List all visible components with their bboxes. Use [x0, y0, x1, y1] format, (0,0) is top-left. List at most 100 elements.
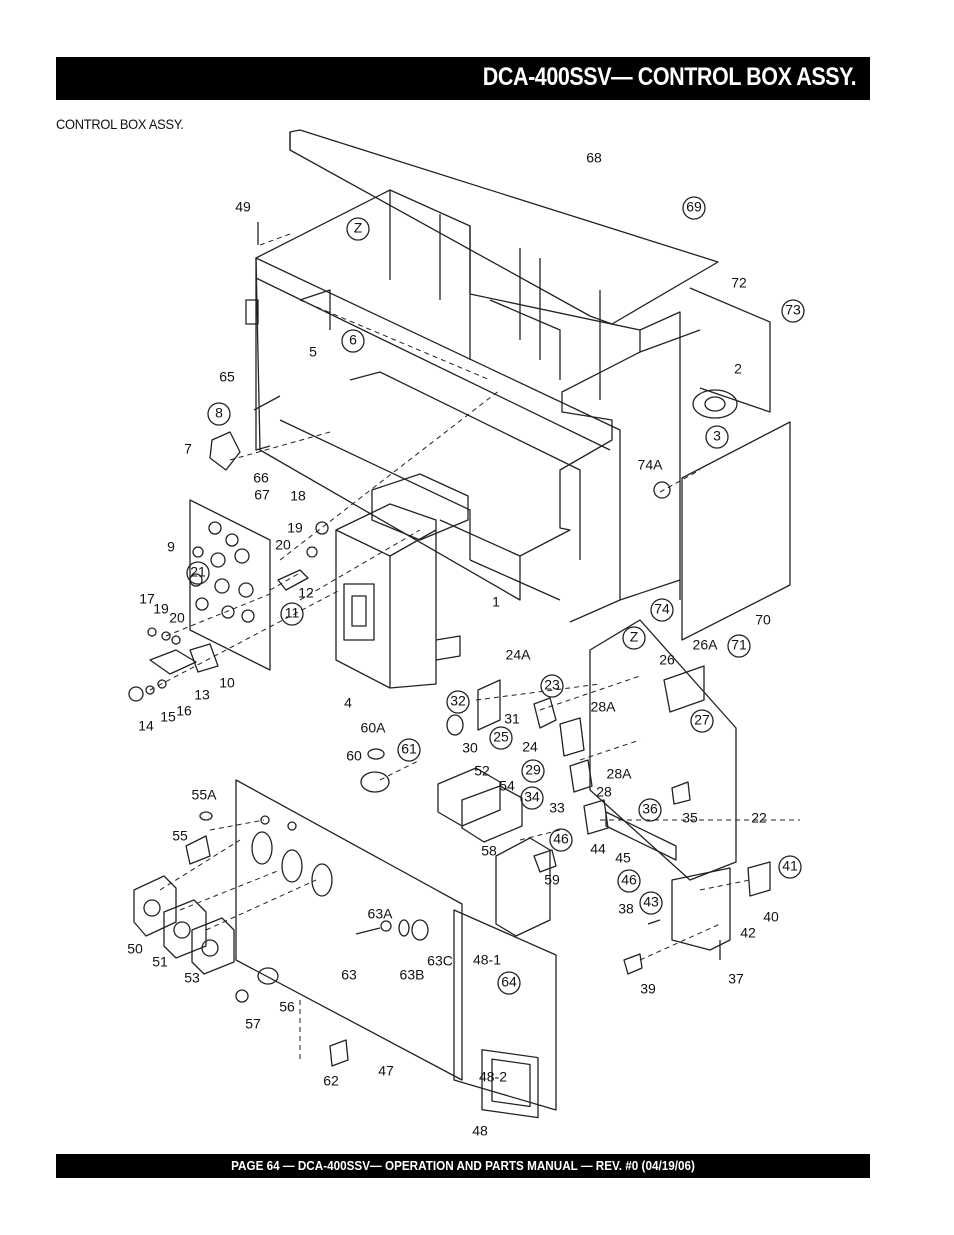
label-70: 70	[755, 612, 771, 628]
meter-plate	[189, 499, 271, 671]
label-51: 51	[152, 954, 168, 970]
label-71: 71	[731, 637, 747, 653]
label-69: 69	[686, 199, 702, 215]
label-18: 18	[290, 488, 306, 504]
label-58: 58	[481, 843, 497, 859]
label-44: 44	[590, 841, 606, 857]
label-3: 3	[713, 428, 721, 444]
label-55: 55	[172, 828, 188, 844]
meter-50	[133, 875, 177, 937]
label-37: 37	[728, 971, 744, 987]
label-13: 13	[194, 687, 210, 703]
label-9: 9	[167, 539, 175, 555]
label-66: 66	[253, 470, 269, 486]
footer-text: PAGE 64 — DCA-400SSV— OPERATION AND PART…	[231, 1158, 695, 1173]
label-10: 10	[219, 675, 235, 691]
label-38: 38	[618, 901, 634, 917]
label-4: 4	[344, 695, 352, 711]
label-43: 43	[643, 894, 659, 910]
label-47: 47	[378, 1063, 394, 1079]
label-63: 63	[341, 967, 357, 983]
label-20b: 20	[169, 610, 185, 626]
label-22: 22	[751, 810, 767, 826]
label-61: 61	[401, 741, 417, 757]
label-74a: 74A	[638, 457, 664, 473]
right-side-panel	[689, 287, 771, 413]
label-35: 35	[682, 810, 698, 826]
label-28: 28	[596, 784, 612, 800]
label-19a: 19	[287, 520, 303, 536]
label-41: 41	[782, 858, 798, 874]
header-bar: DCA-400SSV— CONTROL BOX ASSY.	[56, 57, 870, 100]
label-2: 2	[734, 361, 742, 377]
label-24: 24	[522, 739, 538, 755]
front-panel	[235, 779, 463, 1081]
label-6: 6	[349, 332, 357, 348]
label-74: 74	[654, 601, 670, 617]
page-title: DCA-400SSV— CONTROL BOX ASSY.	[482, 63, 857, 91]
label-z-top: Z	[354, 220, 363, 236]
label-46b: 46	[621, 872, 637, 888]
label-34: 34	[524, 789, 540, 805]
label-20a: 20	[275, 537, 291, 553]
label-42: 42	[740, 925, 756, 941]
label-53: 53	[184, 970, 200, 986]
label-50: 50	[127, 941, 143, 957]
control-box-frame	[255, 189, 641, 601]
meter-53	[191, 917, 235, 975]
label-30: 30	[462, 740, 478, 756]
label-24a: 24A	[506, 647, 532, 663]
label-28a-a: 28A	[591, 699, 617, 715]
label-65: 65	[219, 369, 235, 385]
label-59: 59	[544, 872, 560, 888]
label-23: 23	[544, 677, 560, 693]
label-54: 54	[499, 778, 515, 794]
label-27: 27	[694, 712, 710, 728]
label-60a: 60A	[361, 720, 387, 736]
label-72: 72	[731, 275, 747, 291]
label-21: 21	[190, 564, 206, 580]
label-14: 14	[138, 718, 154, 734]
label-5: 5	[309, 344, 317, 360]
label-11: 11	[285, 605, 300, 621]
label-16: 16	[176, 703, 192, 719]
label-63c: 63C	[427, 953, 453, 969]
label-33: 33	[549, 800, 565, 816]
label-64: 64	[501, 974, 517, 990]
mount-plate	[589, 619, 737, 881]
label-73: 73	[785, 302, 801, 318]
label-31: 31	[504, 711, 520, 727]
label-52: 52	[474, 763, 490, 779]
label-32: 32	[450, 693, 466, 709]
label-40: 40	[763, 909, 779, 925]
label-55a: 55A	[192, 787, 218, 803]
label-49: 49	[235, 199, 251, 215]
footer-bar: PAGE 64 — DCA-400SSV— OPERATION AND PART…	[56, 1154, 870, 1178]
side-panel	[453, 909, 557, 1111]
label-48-2: 48-2	[479, 1069, 507, 1085]
label-46a: 46	[553, 831, 569, 847]
meter-51	[163, 899, 207, 959]
label-48-1: 48-1	[473, 952, 501, 968]
label-15: 15	[160, 709, 176, 725]
label-12: 12	[298, 585, 314, 601]
label-63a: 63A	[368, 906, 394, 922]
label-26: 26	[659, 652, 675, 668]
label-29: 29	[525, 762, 541, 778]
label-63b: 63B	[400, 967, 425, 983]
section-label: CONTROL BOX ASSY.	[56, 116, 184, 132]
rear-panel	[681, 421, 791, 641]
label-56: 56	[279, 999, 295, 1015]
label-25: 25	[493, 729, 509, 745]
label-19b: 19	[153, 601, 169, 617]
label-39: 39	[640, 981, 656, 997]
bracket	[671, 867, 731, 951]
label-7: 7	[184, 441, 192, 457]
label-68: 68	[586, 150, 602, 166]
label-48: 48	[472, 1123, 488, 1139]
label-62: 62	[323, 1073, 339, 1089]
label-45: 45	[615, 850, 631, 866]
label-26a: 26A	[693, 637, 719, 653]
label-67: 67	[254, 487, 270, 503]
